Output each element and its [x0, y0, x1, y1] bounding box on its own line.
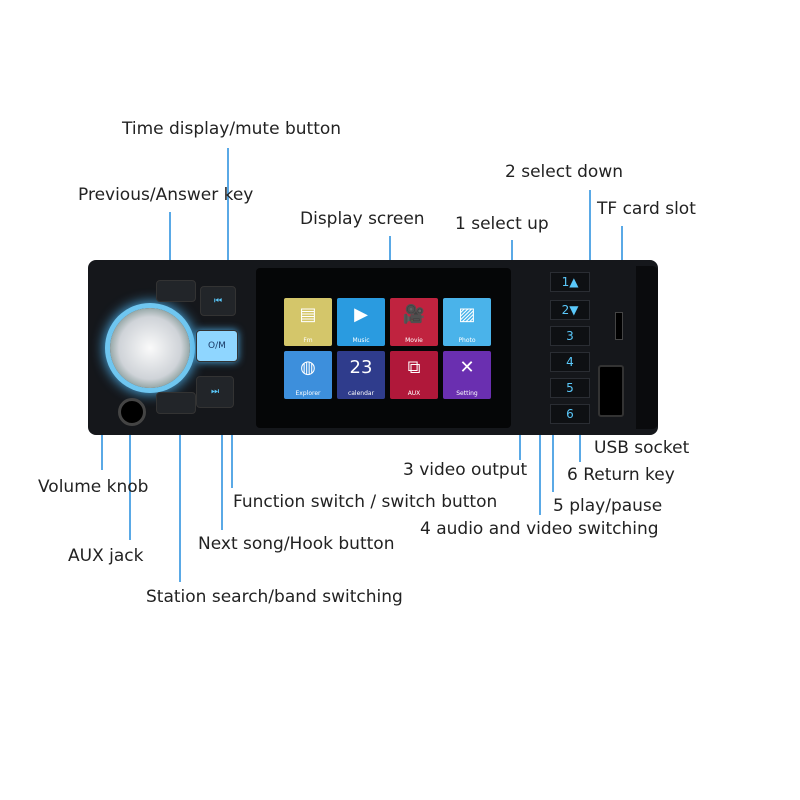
video-output-button[interactable]: 3 [550, 326, 590, 346]
radio-icon: ▤ [299, 304, 317, 325]
label-function-switch: Function switch / switch button [233, 492, 498, 512]
tile-label: Explorer [295, 390, 321, 397]
label-play-pause: 5 play/pause [553, 496, 663, 516]
aux-icon: ⧉ [407, 357, 421, 378]
screen-tile-photo[interactable]: ▨ Photo [443, 298, 491, 346]
tf-card-slot[interactable] [615, 312, 623, 340]
screen-tile-aux[interactable]: ⧉ AUX [390, 351, 438, 399]
label-select-down: 2 select down [505, 162, 624, 182]
return-button[interactable]: 6 [550, 404, 590, 424]
tile-label: Fm [303, 337, 313, 344]
label-av-switch: 4 audio and video switching [420, 519, 659, 539]
screen-tile-calendar[interactable]: 23 calendar [337, 351, 385, 399]
label-video-output: 3 video output [403, 460, 528, 480]
band-button[interactable] [156, 392, 196, 414]
screen-tile-fm[interactable]: ▤ Fm [284, 298, 332, 346]
label-volume: Volume knob [38, 477, 149, 497]
volume-knob[interactable] [110, 308, 190, 388]
tile-label: AUX [407, 390, 421, 397]
label-usb: USB socket [594, 438, 690, 458]
screen-tile-music[interactable]: ▶ Music [337, 298, 385, 346]
label-next-song: Next song/Hook button [198, 534, 395, 554]
globe-icon: ◍ [300, 357, 316, 378]
car-radio-unit: ⏮ O/M ⏭ ▤ Fm ▶ Music 🎥 Movie ▨ Photo ◍ Explorer 23… [88, 260, 658, 435]
label-tf-slot: TF card slot [597, 199, 696, 219]
screen-tile-setting[interactable]: ✕ Setting [443, 351, 491, 399]
label-return-key: 6 Return key [567, 465, 675, 485]
label-previous: Previous/Answer key [78, 185, 254, 205]
play-icon: ▶ [354, 304, 368, 325]
screen-tile-movie[interactable]: 🎥 Movie [390, 298, 438, 346]
calendar-icon: 23 [349, 357, 373, 378]
select-down-button[interactable]: 2▼ [550, 300, 590, 320]
display-screen: ▤ Fm ▶ Music 🎥 Movie ▨ Photo ◍ Explorer 23 calendar… [256, 268, 511, 428]
tools-icon: ✕ [459, 357, 475, 378]
next-song-button[interactable]: ⏭ [196, 376, 234, 408]
label-aux: AUX jack [68, 546, 144, 566]
camera-icon: 🎥 [402, 304, 426, 325]
photo-icon: ▨ [458, 304, 476, 325]
aux-jack[interactable] [118, 398, 146, 426]
play-pause-button[interactable]: 5 [550, 378, 590, 398]
tile-label: Photo [458, 337, 476, 344]
tile-label: Music [352, 337, 370, 344]
tile-label: calendar [347, 390, 375, 397]
label-time-display: Time display/mute button [122, 119, 342, 139]
label-select-up: 1 select up [455, 214, 549, 234]
screen-tile-explorer[interactable]: ◍ Explorer [284, 351, 332, 399]
label-display: Display screen [300, 209, 425, 229]
previous-button[interactable] [156, 280, 196, 302]
usb-socket[interactable] [598, 365, 624, 417]
tile-label: Movie [405, 337, 423, 344]
select-up-button[interactable]: 1▲ [550, 272, 590, 292]
time-mute-button[interactable]: ⏮ [200, 286, 236, 316]
mode-button[interactable]: O/M [196, 330, 238, 362]
label-station-search: Station search/band switching [146, 587, 403, 607]
av-switch-button[interactable]: 4 [550, 352, 590, 372]
tile-label: Setting [456, 390, 478, 397]
